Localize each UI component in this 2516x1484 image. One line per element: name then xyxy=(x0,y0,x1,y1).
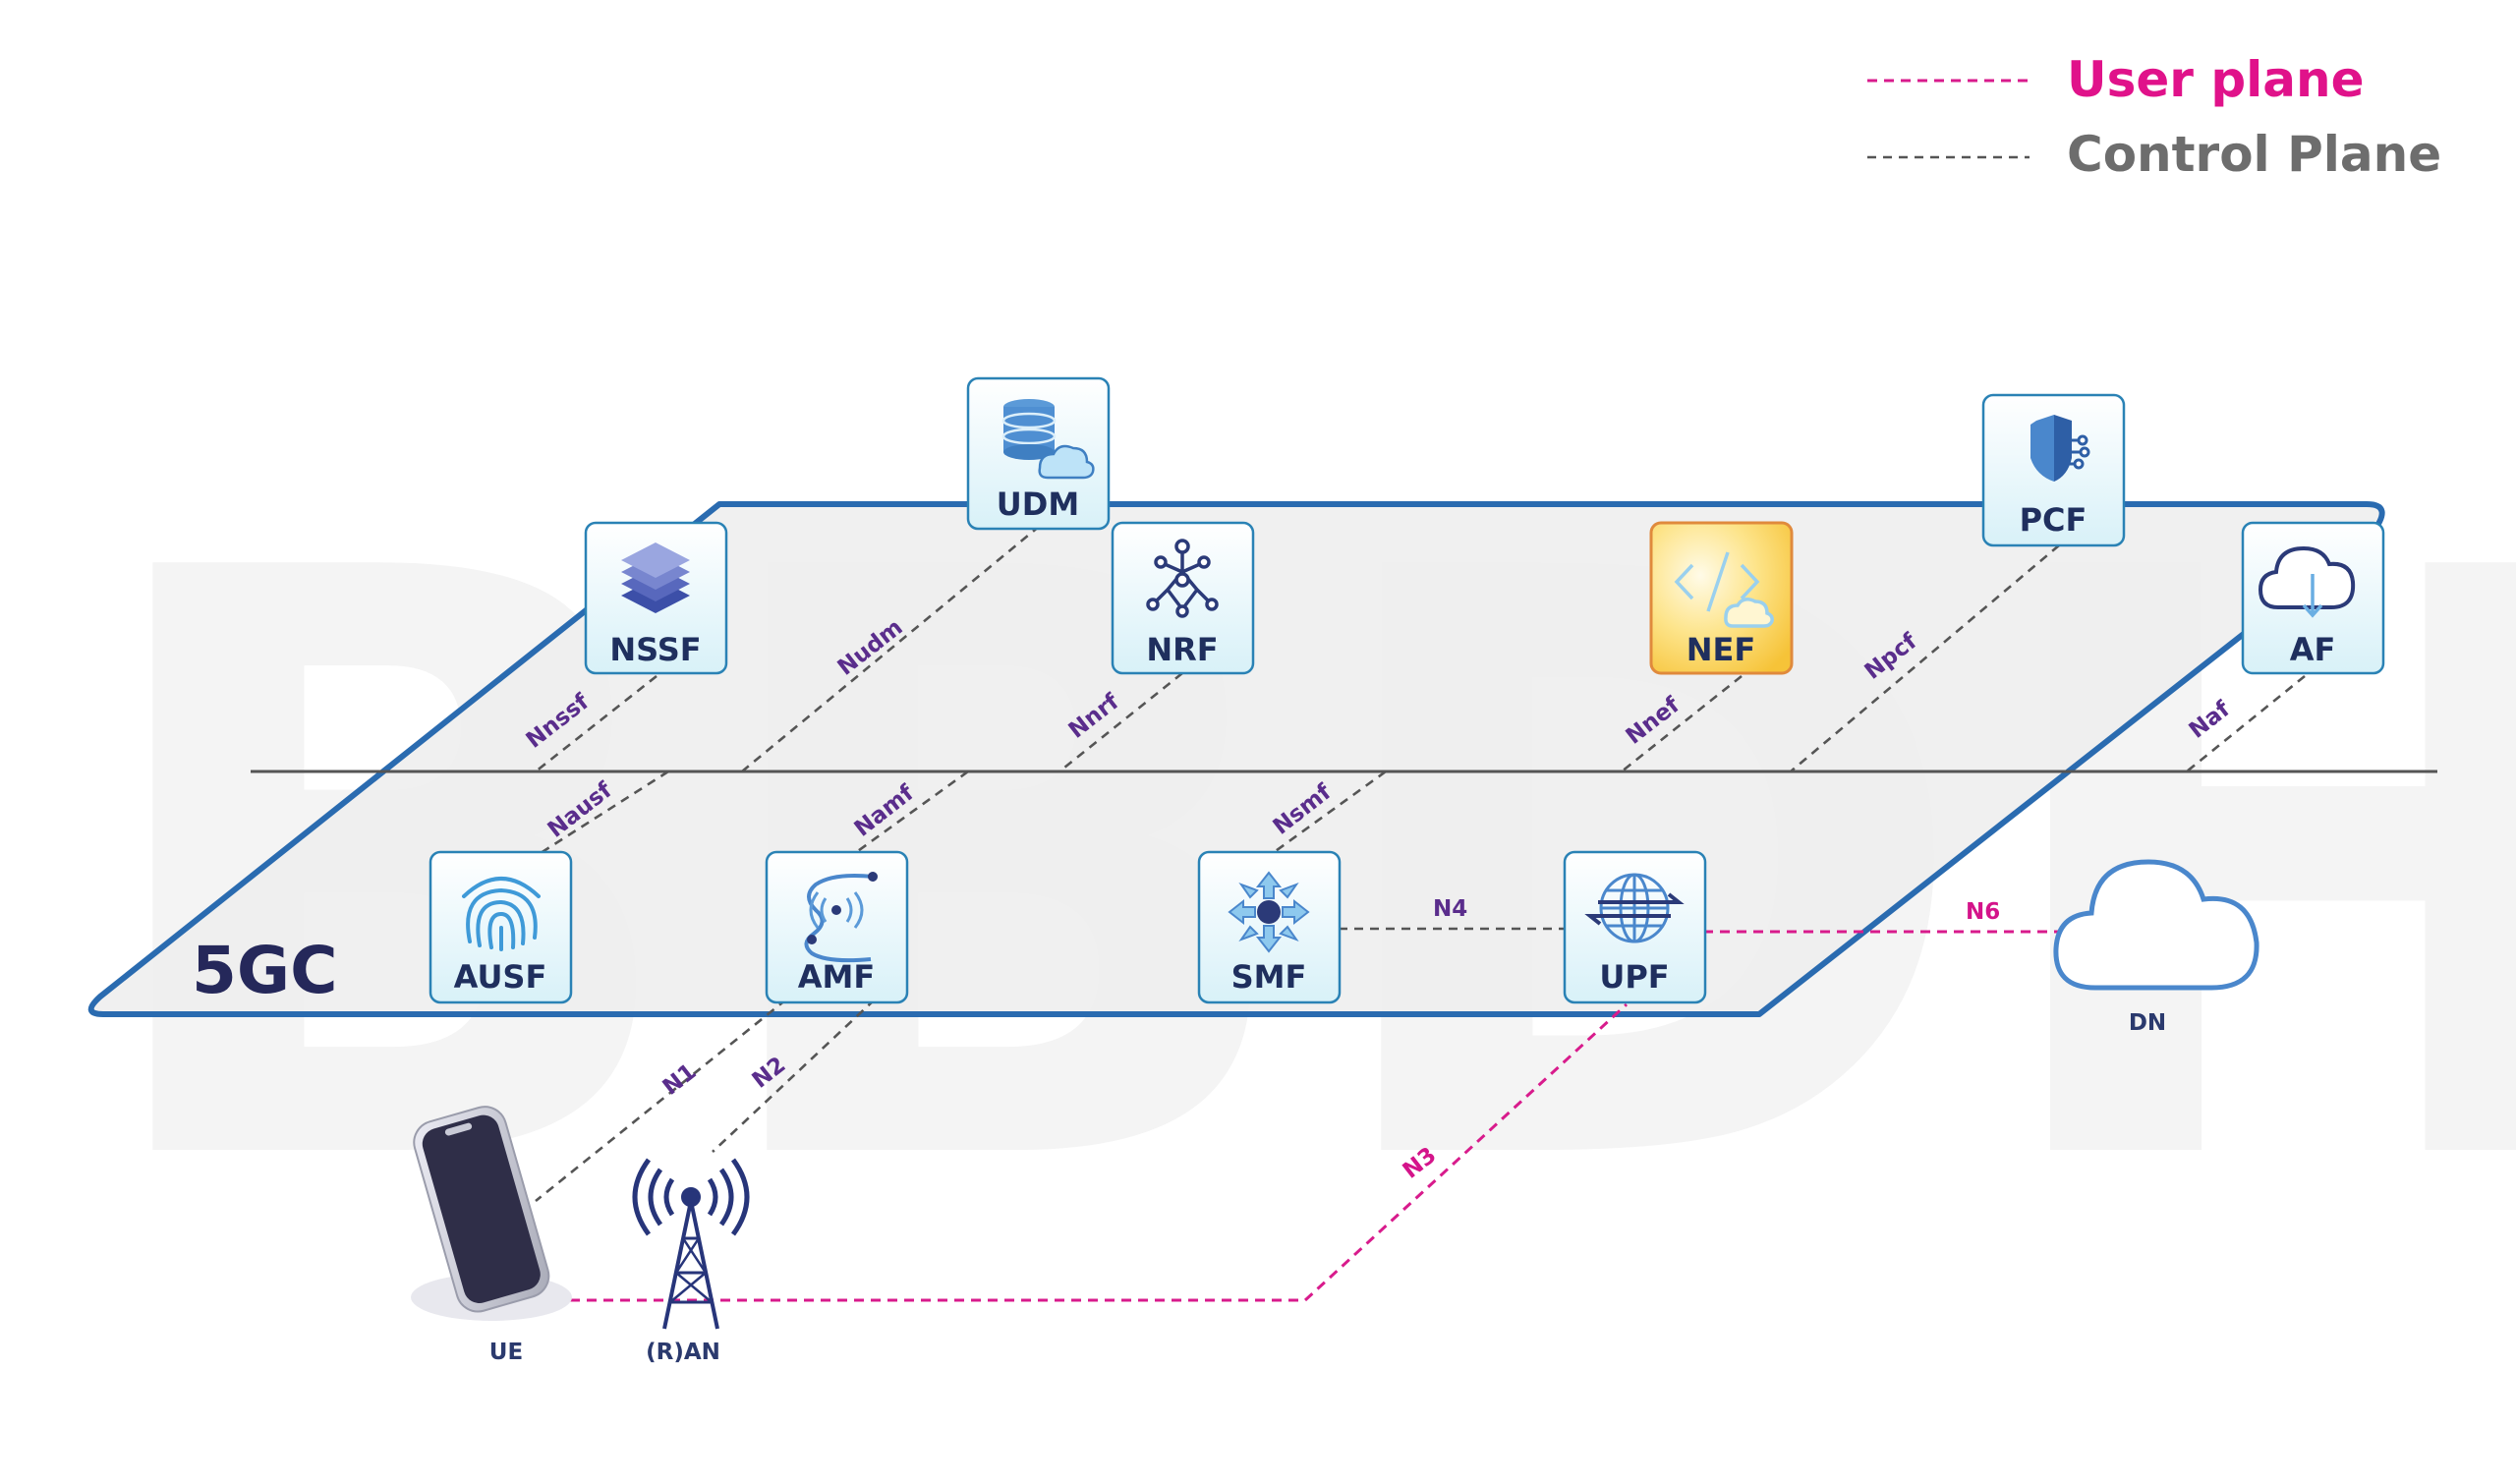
label-n4: N4 xyxy=(1433,896,1467,922)
smf-label: SMF xyxy=(1231,958,1307,996)
nf-pcf[interactable]: PCF xyxy=(1981,393,2126,547)
nf-smf[interactable]: SMF xyxy=(1197,850,1342,1004)
globe-transfer-icon xyxy=(1584,873,1685,943)
link-nausf xyxy=(540,770,669,855)
shield-circuit-icon xyxy=(2030,415,2090,482)
link-nnssf xyxy=(535,674,658,773)
link-naf xyxy=(2186,674,2306,773)
ue-label: UE xyxy=(489,1340,523,1365)
link-nnrf xyxy=(1058,671,1183,773)
nf-af[interactable]: AF xyxy=(2241,521,2385,675)
link-n3 xyxy=(570,1002,1629,1302)
amf-label: AMF xyxy=(798,958,875,996)
udm-label: UDM xyxy=(997,485,1079,523)
link-nsmf xyxy=(1272,770,1387,855)
pcf-label: PCF xyxy=(2020,501,2087,539)
nf-nef[interactable]: NEF xyxy=(1649,521,1794,675)
cloud-icon xyxy=(2053,859,2259,991)
ran-label: (R)AN xyxy=(646,1340,720,1365)
link-n1 xyxy=(535,998,787,1203)
nf-amf[interactable]: AMF xyxy=(765,850,909,1004)
dn-label: DN xyxy=(2129,1010,2166,1036)
link-nnef xyxy=(1621,674,1743,773)
ran-device[interactable]: (R)AN xyxy=(632,1158,750,1365)
nf-ausf[interactable]: AUSF xyxy=(429,850,573,1004)
cloud-download-icon xyxy=(2258,545,2356,618)
fingerprint-icon xyxy=(462,877,541,951)
nef-label: NEF xyxy=(1687,631,1756,668)
nf-nssf[interactable]: NSSF xyxy=(584,521,728,675)
link-nudm xyxy=(741,524,1041,773)
network-tree-icon xyxy=(1146,539,1219,618)
smartphone-icon xyxy=(413,1106,550,1313)
core-label: 5GC xyxy=(192,933,338,1008)
arrows-hub-icon xyxy=(1228,871,1310,953)
legend: User plane Control Plane xyxy=(1867,51,2441,183)
link-n2 xyxy=(712,999,876,1153)
database-cloud-icon xyxy=(1001,399,1095,480)
cell-tower-icon xyxy=(632,1158,750,1330)
nf-udm[interactable]: UDM xyxy=(966,376,1111,531)
label-n6: N6 xyxy=(1966,899,2000,925)
signal-loop-icon xyxy=(804,872,878,963)
layers-icon xyxy=(621,542,690,613)
link-namf xyxy=(854,770,969,855)
code-cloud-icon xyxy=(1674,551,1774,628)
upf-label: UPF xyxy=(1599,958,1669,996)
nf-nrf[interactable]: NRF xyxy=(1111,521,1255,675)
ue-device[interactable]: UE xyxy=(409,1102,572,1365)
ausf-label: AUSF xyxy=(454,958,547,996)
legend-control-plane: Control Plane xyxy=(2067,126,2441,183)
dn-device[interactable]: DN xyxy=(2053,859,2259,1036)
af-label: AF xyxy=(2290,631,2336,668)
link-npcf xyxy=(1790,544,2060,772)
nssf-label: NSSF xyxy=(609,631,701,668)
nrf-label: NRF xyxy=(1146,631,1218,668)
nf-upf[interactable]: UPF xyxy=(1563,850,1707,1004)
legend-user-plane: User plane xyxy=(2067,51,2365,108)
